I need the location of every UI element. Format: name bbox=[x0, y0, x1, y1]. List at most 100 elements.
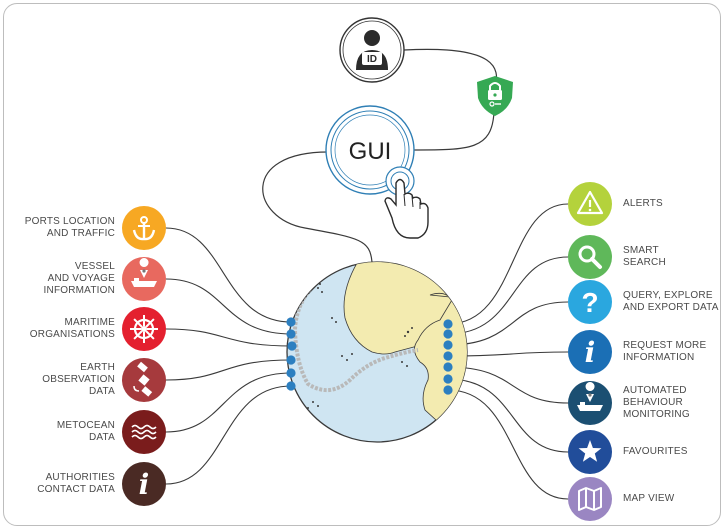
waves-category-icon[interactable] bbox=[122, 410, 166, 454]
left-connector-3 bbox=[165, 359, 292, 381]
search-icon bbox=[578, 245, 602, 269]
icon-circle bbox=[568, 381, 612, 425]
info-category-icon[interactable]: i bbox=[568, 330, 612, 374]
map-category-icon[interactable] bbox=[568, 477, 612, 521]
right-connectors bbox=[447, 203, 569, 500]
anchor-category-icon[interactable] bbox=[122, 206, 166, 250]
svg-text:i: i bbox=[139, 468, 150, 501]
left-connection-dots bbox=[286, 317, 297, 391]
id-badge-label: ID bbox=[367, 54, 377, 65]
left-icons: i bbox=[122, 206, 166, 506]
gui-to-globe-connector bbox=[262, 151, 373, 263]
right-item-label: ALERTS bbox=[623, 198, 663, 210]
label-line: INFORMATION bbox=[623, 352, 695, 363]
info-icon: i bbox=[585, 336, 596, 369]
right-connector-5 bbox=[447, 378, 569, 453]
right-connector-3 bbox=[447, 351, 569, 357]
label-line: MARITIME bbox=[64, 317, 115, 328]
search-category-icon[interactable] bbox=[568, 235, 612, 279]
security-lock-icon bbox=[477, 76, 513, 116]
right-connector-2 bbox=[447, 301, 569, 346]
gui-node[interactable]: GUI bbox=[325, 105, 415, 195]
icon-circle bbox=[568, 235, 612, 279]
right-item-label: FAVOURITES bbox=[623, 446, 688, 458]
label-line: AND TRAFFIC bbox=[46, 228, 115, 239]
right-connector-1 bbox=[447, 256, 569, 335]
label-line: EARTH bbox=[80, 362, 115, 373]
icon-circle bbox=[568, 280, 612, 324]
diagram-frame bbox=[3, 3, 721, 526]
vessel-icon bbox=[131, 258, 157, 287]
label-line: MONITORING bbox=[623, 409, 690, 420]
icon-circle bbox=[122, 462, 166, 506]
icon-circle bbox=[568, 477, 612, 521]
left-connectors bbox=[165, 227, 293, 485]
warning-category-icon[interactable] bbox=[568, 182, 612, 226]
left-connection-dot bbox=[286, 381, 296, 391]
label-line: BEHAVIOUR bbox=[623, 397, 683, 408]
left-connection-dot bbox=[287, 341, 297, 351]
vessel-category-icon[interactable] bbox=[568, 381, 612, 425]
right-icons: ?i bbox=[568, 182, 612, 521]
label-line: AND VOYAGE bbox=[47, 273, 115, 284]
shipping-route bbox=[292, 274, 419, 392]
question-icon: ? bbox=[581, 287, 598, 318]
vessel-category-icon[interactable] bbox=[122, 257, 166, 301]
star-category-icon[interactable] bbox=[568, 430, 612, 474]
label-line: AND EXPORT DATA bbox=[623, 302, 719, 313]
right-connection-dot bbox=[443, 351, 453, 361]
right-connection-dots bbox=[443, 319, 453, 395]
left-connection-dot bbox=[286, 368, 296, 378]
label-line: DATA bbox=[89, 432, 115, 443]
label-line: OBSERVATION bbox=[42, 374, 115, 385]
right-connection-dot bbox=[443, 374, 453, 384]
label-line: QUERY, EXPLORE bbox=[623, 290, 713, 301]
anchor-icon bbox=[132, 216, 156, 241]
svg-text:i: i bbox=[585, 336, 596, 369]
ship-wheel-category-icon[interactable] bbox=[122, 307, 166, 351]
svg-text:?: ? bbox=[581, 287, 598, 318]
left-connection-dot bbox=[286, 329, 296, 339]
label-line: SMART bbox=[623, 245, 659, 256]
label-line: SEARCH bbox=[623, 257, 666, 268]
label-line: CONTACT DATA bbox=[37, 484, 115, 495]
label-line: METOCEAN bbox=[56, 420, 115, 431]
label-line: ALERTS bbox=[623, 198, 663, 209]
question-category-icon[interactable]: ? bbox=[568, 280, 612, 324]
label-line: FAVOURITES bbox=[623, 446, 688, 457]
user-to-lock-connector bbox=[403, 48, 498, 86]
label-line: AUTHORITIES bbox=[45, 472, 115, 483]
right-connection-dot bbox=[443, 340, 453, 350]
satellite-icon bbox=[133, 361, 153, 397]
label-line: ORGANISATIONS bbox=[29, 329, 115, 340]
info-category-icon[interactable]: i bbox=[122, 462, 166, 506]
left-connector-4 bbox=[165, 372, 292, 433]
ship-wheel-icon bbox=[130, 315, 158, 343]
label-line: MAP VIEW bbox=[623, 493, 675, 504]
vessel-icon bbox=[577, 382, 603, 411]
left-connector-0 bbox=[165, 227, 292, 323]
left-connector-1 bbox=[165, 278, 292, 335]
label-line: DATA bbox=[89, 386, 115, 397]
right-connector-0 bbox=[447, 203, 569, 325]
tap-hand-icon bbox=[384, 166, 429, 239]
info-icon: i bbox=[139, 468, 150, 501]
left-connection-dot bbox=[286, 317, 296, 327]
left-connector-5 bbox=[165, 385, 292, 485]
right-connector-4 bbox=[447, 366, 569, 404]
icon-circle bbox=[568, 330, 612, 374]
right-item-label: MAP VIEW bbox=[623, 493, 674, 505]
label-line: INFORMATION bbox=[43, 285, 115, 296]
satellite-category-icon[interactable] bbox=[122, 358, 166, 402]
right-connection-dot bbox=[443, 385, 453, 395]
